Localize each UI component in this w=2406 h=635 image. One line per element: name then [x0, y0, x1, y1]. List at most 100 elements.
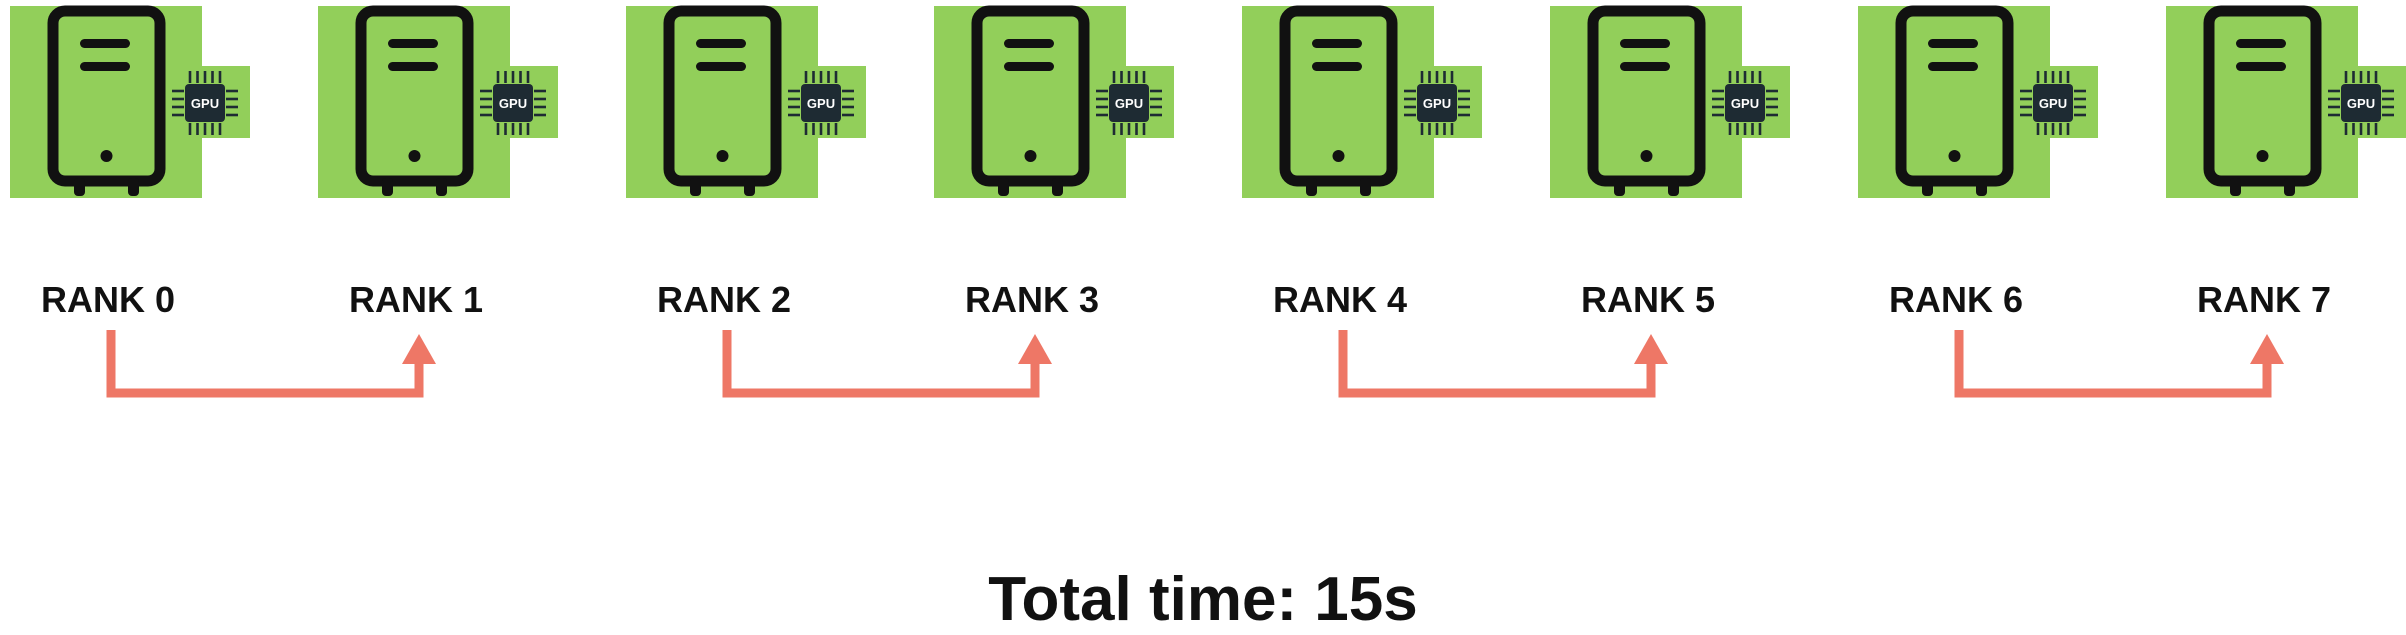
- server-icon: [1279, 5, 1398, 196]
- arrowhead-icon: [1634, 334, 1668, 364]
- transfer-arrow-line: [106, 330, 424, 398]
- rank-label: RANK 6: [1889, 279, 2023, 320]
- server-foot: [1614, 178, 1625, 196]
- transfer-arrow: [1954, 330, 2284, 398]
- gpu-chip-label: GPU: [1731, 96, 1759, 111]
- power-dot: [2256, 150, 2269, 162]
- server-icon: [663, 5, 782, 196]
- node-rank-1: GPU: [318, 5, 558, 198]
- server-slot: [2236, 62, 2286, 71]
- gpu-chip-label: GPU: [499, 96, 527, 111]
- server-slot: [1004, 39, 1054, 48]
- power-dot: [100, 150, 113, 162]
- server-slot: [1312, 39, 1362, 48]
- server-slot: [1928, 62, 1978, 71]
- server-icon: [1587, 5, 1706, 196]
- node-rank-6: GPU: [1858, 5, 2098, 198]
- server-body: [47, 5, 166, 187]
- chip-body: [2341, 84, 2381, 122]
- power-dot: [1948, 150, 1961, 162]
- arrowhead-icon: [1018, 334, 1052, 364]
- chip-body: [185, 84, 225, 122]
- node-background: [10, 6, 202, 198]
- gpu-chip-label: GPU: [2039, 96, 2067, 111]
- power-dot: [1024, 150, 1037, 162]
- node-background: [318, 6, 510, 198]
- server-body: [355, 5, 474, 187]
- server-body: [1895, 5, 2014, 187]
- server-icon: [355, 5, 474, 196]
- transfer-arrow: [722, 330, 1052, 398]
- server-foot: [1668, 178, 1679, 196]
- total-time-label: Total time: 15s: [988, 565, 1418, 634]
- rank-label: RANK 2: [657, 279, 791, 320]
- node-background: [1550, 6, 1742, 198]
- rank-label: RANK 4: [1273, 279, 1407, 320]
- chip-body: [493, 84, 533, 122]
- server-foot: [128, 178, 139, 196]
- power-dot: [1640, 150, 1653, 162]
- server-body: [1587, 5, 1706, 187]
- transfer-arrow-line: [1954, 330, 2272, 398]
- server-slot: [1928, 39, 1978, 48]
- node-background: [2166, 6, 2358, 198]
- chip-body: [2033, 84, 2073, 122]
- power-dot: [408, 150, 421, 162]
- gpu-chip-icon: GPU: [1712, 71, 1778, 135]
- server-slot: [1312, 62, 1362, 71]
- server-foot: [690, 178, 701, 196]
- node-rank-0: GPU: [10, 5, 250, 198]
- server-body: [971, 5, 1090, 187]
- rank-label: RANK 7: [2197, 279, 2331, 320]
- server-slot: [388, 39, 438, 48]
- server-foot: [744, 178, 755, 196]
- server-slot: [696, 62, 746, 71]
- server-slot: [1004, 62, 1054, 71]
- server-slot: [80, 39, 130, 48]
- arrowhead-icon: [402, 334, 436, 364]
- server-foot: [382, 178, 393, 196]
- transfer-arrow-line: [1338, 330, 1656, 398]
- server-foot: [998, 178, 1009, 196]
- node-rank-4: GPU: [1242, 5, 1482, 198]
- gpu-chip-icon: GPU: [2328, 71, 2394, 135]
- rank-label: RANK 5: [1581, 279, 1715, 320]
- server-slot: [696, 39, 746, 48]
- chip-body: [801, 84, 841, 122]
- transfer-arrow: [106, 330, 436, 398]
- server-icon: [971, 5, 1090, 196]
- chip-body: [1417, 84, 1457, 122]
- gpu-chip-icon: GPU: [2020, 71, 2086, 135]
- transfer-arrow-line: [722, 330, 1040, 398]
- gpu-chip-icon: GPU: [788, 71, 854, 135]
- node-background: [1858, 6, 2050, 198]
- node-background: [626, 6, 818, 198]
- server-slot: [388, 62, 438, 71]
- node-rank-5: GPU: [1550, 5, 1790, 198]
- node-rank-3: GPU: [934, 5, 1174, 198]
- gpu-chip-icon: GPU: [1096, 71, 1162, 135]
- server-body: [2203, 5, 2322, 187]
- server-foot: [1360, 178, 1371, 196]
- gpu-chip-icon: GPU: [172, 71, 238, 135]
- node-rank-2: GPU: [626, 5, 866, 198]
- server-foot: [1306, 178, 1317, 196]
- rank-label: RANK 0: [41, 279, 175, 320]
- server-slot: [1620, 39, 1670, 48]
- transfer-arrow: [1338, 330, 1668, 398]
- gpu-chip-label: GPU: [807, 96, 835, 111]
- server-icon: [47, 5, 166, 196]
- power-dot: [716, 150, 729, 162]
- server-body: [1279, 5, 1398, 187]
- server-slot: [80, 62, 130, 71]
- node-background: [1242, 6, 1434, 198]
- gpu-chip-label: GPU: [1423, 96, 1451, 111]
- power-dot: [1332, 150, 1345, 162]
- gpu-chip-label: GPU: [191, 96, 219, 111]
- server-foot: [436, 178, 447, 196]
- server-foot: [2284, 178, 2295, 196]
- gpu-chip-label: GPU: [2347, 96, 2375, 111]
- gpu-chip-icon: GPU: [1404, 71, 1470, 135]
